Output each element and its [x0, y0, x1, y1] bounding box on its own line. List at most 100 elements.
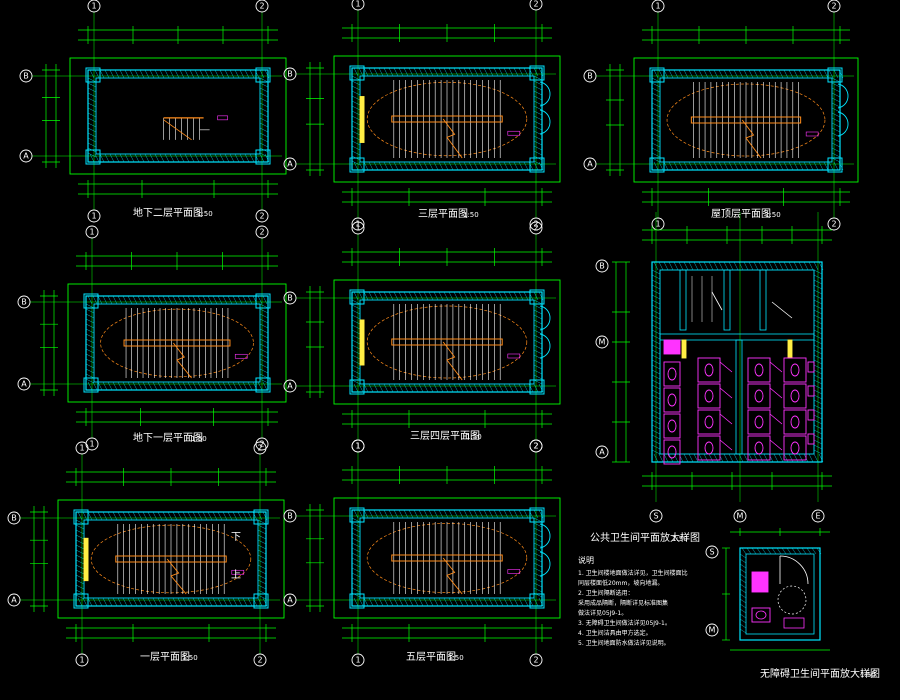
- wall-hatch: [651, 102, 661, 108]
- wall-hatch: [257, 524, 267, 530]
- wall-hatch: [668, 161, 674, 171]
- wall-hatch: [533, 75, 543, 81]
- wall-hatch: [351, 359, 361, 365]
- plan-scale-text: 1:50: [191, 435, 207, 443]
- wall-hatch: [651, 414, 661, 420]
- wall-hatch: [234, 69, 240, 79]
- door-swing: [837, 95, 849, 109]
- axis-bubble-label: B: [287, 512, 293, 521]
- axis-bubble-circle: [87, 209, 101, 223]
- accessible-toilet: [751, 571, 769, 593]
- wall-hatch: [363, 509, 369, 519]
- wall-hatch: [351, 369, 361, 375]
- axis-bubble-label: 1: [89, 440, 94, 449]
- toilet-fixture: [667, 393, 677, 407]
- wall-hatch: [351, 577, 361, 583]
- wall-hatch: [523, 509, 529, 519]
- wall-hatch: [508, 161, 514, 171]
- wall-hatch: [748, 453, 754, 463]
- wall-hatch: [488, 67, 494, 77]
- wall-hatch: [132, 597, 138, 607]
- axis-bubble: A: [7, 593, 21, 607]
- wall-hatch: [259, 137, 269, 143]
- corner-column: [349, 65, 365, 81]
- wall-hatch: [351, 304, 361, 310]
- wall-hatch: [533, 85, 543, 91]
- wall-hatch: [651, 132, 661, 138]
- wall-hatch: [663, 261, 669, 271]
- wall-hatch: [164, 69, 170, 79]
- wall-hatch: [713, 69, 719, 79]
- wall-hatch: [257, 519, 267, 525]
- wall-hatch: [157, 381, 163, 391]
- wall-hatch: [698, 261, 704, 271]
- wall-hatch: [773, 69, 779, 79]
- wall-hatch: [533, 105, 543, 111]
- wall-hatch: [398, 509, 404, 519]
- axis-bubble: B: [583, 69, 597, 83]
- wall-hatch: [413, 509, 419, 519]
- wall-hatch: [651, 92, 661, 98]
- wall-hatch: [473, 509, 479, 519]
- wall-hatch: [428, 597, 434, 607]
- urinal: [807, 361, 815, 373]
- wall-hatch: [102, 511, 108, 521]
- wall-hatch: [147, 295, 153, 305]
- axis-bubble: 2: [253, 441, 267, 455]
- wall-hatch: [192, 511, 198, 521]
- wall-hatch: [796, 547, 802, 555]
- wall-hatch: [533, 145, 543, 151]
- toilet-fixture: [790, 363, 800, 377]
- wall-hatch: [75, 569, 85, 575]
- wall-hatch: [746, 547, 752, 555]
- axis-bubble: A: [17, 377, 31, 391]
- wall-hatch: [222, 511, 228, 521]
- wall-hatch: [438, 161, 444, 171]
- wall-hatch: [498, 509, 504, 519]
- wall-hatch: [651, 444, 661, 450]
- wall-hatch: [351, 130, 361, 136]
- wall-hatch: [498, 383, 504, 393]
- wall-hatch: [257, 569, 267, 575]
- wall-hatch: [398, 597, 404, 607]
- axis-bubble-circle: [283, 593, 297, 607]
- axis-bubble: 1: [85, 225, 99, 239]
- wall-hatch: [533, 509, 539, 519]
- wall-hatch: [533, 547, 543, 553]
- axis-bubble-circle: [85, 225, 99, 239]
- wall-hatch: [728, 261, 734, 271]
- wall-hatch: [448, 291, 454, 301]
- wall-hatch: [813, 274, 823, 280]
- wall-hatch: [259, 97, 269, 103]
- wall-hatch: [651, 319, 661, 325]
- wall-hatch: [458, 161, 464, 171]
- axis-bubble-label: 2: [257, 444, 262, 453]
- wall-hatch: [688, 161, 694, 171]
- door-swing: [539, 305, 551, 319]
- wall-hatch: [75, 519, 85, 525]
- wall-hatch: [257, 579, 267, 585]
- wall-hatch: [428, 291, 434, 301]
- wall-hatch: [428, 509, 434, 519]
- wall-hatch: [693, 453, 699, 463]
- wall-hatch: [453, 509, 459, 519]
- wall-hatch: [533, 522, 543, 528]
- wall-hatch: [739, 578, 747, 584]
- wall-hatch: [142, 597, 148, 607]
- wall-hatch: [373, 597, 379, 607]
- axis-bubble-label: 1: [355, 224, 360, 233]
- wall-hatch: [651, 87, 661, 93]
- wall-hatch: [122, 511, 128, 521]
- wall-hatch: [813, 334, 823, 340]
- sink-counter: [663, 339, 681, 355]
- wall-hatch: [533, 319, 543, 325]
- axis-bubble: B: [7, 511, 21, 525]
- wall-hatch: [778, 161, 784, 171]
- wall-hatch: [651, 314, 661, 320]
- corner-column: [85, 149, 101, 165]
- wall-hatch: [651, 424, 661, 430]
- toilet-stall: [783, 357, 807, 383]
- wall-hatch: [75, 544, 85, 550]
- axis-bubble: 2: [529, 653, 543, 667]
- stall-door: [719, 361, 733, 373]
